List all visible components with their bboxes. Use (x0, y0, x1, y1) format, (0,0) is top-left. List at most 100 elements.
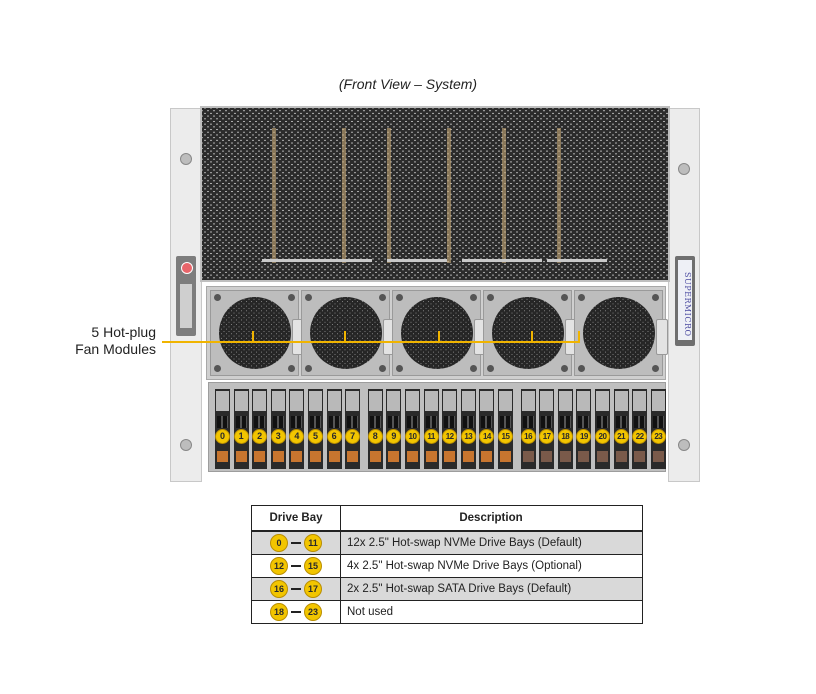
drive-bay-11[interactable]: 11 (423, 389, 439, 469)
drive-bay-4[interactable]: 4 (289, 389, 305, 469)
drive-bay-18[interactable]: 18 (557, 389, 573, 469)
drive-bay-14[interactable]: 14 (479, 389, 495, 469)
screw-icon (180, 153, 192, 165)
drive-bay-3[interactable]: 3 (270, 389, 286, 469)
fan-module-4[interactable] (483, 290, 577, 376)
drive-bay-number-badge: 20 (595, 429, 610, 444)
drive-bay-number-badge: 0 (215, 429, 230, 444)
drive-bay-6[interactable]: 6 (326, 389, 342, 469)
drive-bay-9[interactable]: 9 (386, 389, 402, 469)
brand-logo: SUPERMICRO (683, 271, 692, 337)
drive-bay-number-badge: 5 (308, 429, 323, 444)
left-rack-ear (170, 108, 202, 482)
table-row: 12 15 4x 2.5" Hot-swap NVMe Drive Bays (O… (251, 554, 643, 578)
drive-bay-17[interactable]: 17 (539, 389, 555, 469)
screw-icon (678, 163, 690, 175)
drive-bay-number-badge: 13 (460, 429, 476, 444)
drive-bay-16[interactable]: 16 (520, 389, 536, 469)
screw-icon (180, 439, 192, 451)
bay-badge: 15 (304, 557, 322, 575)
drive-bay-number-badge: 15 (498, 429, 513, 444)
drive-bay-19[interactable]: 19 (576, 389, 592, 469)
callout-tick (438, 331, 440, 342)
fan-icon (310, 297, 382, 369)
drive-bay-20[interactable]: 20 (595, 389, 610, 469)
callout-tick (578, 331, 580, 342)
drive-bay-2[interactable]: 2 (252, 389, 268, 469)
drive-bay-number-badge: 7 (345, 429, 361, 444)
control-panel (176, 256, 196, 336)
drive-bay-number-badge: 4 (289, 429, 305, 444)
drive-bay-0[interactable]: 0 (215, 389, 230, 469)
drive-bay-number-badge: 11 (423, 429, 439, 444)
row-description: 12x 2.5" Hot-swap NVMe Drive Bays (Defau… (340, 530, 643, 555)
drive-bay-number-badge: 22 (632, 429, 648, 444)
drive-bay-number-badge: 9 (386, 429, 402, 444)
screw-icon (678, 439, 690, 451)
drive-bay-number-badge: 8 (367, 429, 383, 444)
drive-bay-15[interactable]: 15 (498, 389, 513, 469)
drive-bay-23[interactable]: 23 (650, 389, 666, 469)
drive-bay-5[interactable]: 5 (308, 389, 323, 469)
table-row: 0 11 12x 2.5" Hot-swap NVMe Drive Bays (D… (251, 530, 643, 555)
bay-badge: 11 (304, 534, 322, 552)
callout-tick (344, 331, 346, 342)
fan-callout-label: 5 Hot-plug Fan Modules (75, 324, 156, 357)
drive-bay-7[interactable]: 7 (345, 389, 361, 469)
drive-bay-1[interactable]: 1 (233, 389, 249, 469)
drive-bay-number-badge: 16 (520, 429, 536, 444)
drive-bay-number-badge: 17 (539, 429, 555, 444)
bay-badge: 16 (270, 580, 288, 598)
brand-panel: SUPERMICRO (675, 256, 695, 346)
drive-bay-12[interactable]: 12 (442, 389, 458, 469)
fan-module-5[interactable] (574, 290, 668, 376)
fan-icon (401, 297, 473, 369)
drive-bay-number-badge: 21 (613, 429, 629, 444)
drive-bay-number-badge: 6 (326, 429, 342, 444)
row-description: 2x 2.5" Hot-swap SATA Drive Bays (Defaul… (340, 577, 643, 601)
drive-bay-21[interactable]: 21 (613, 389, 629, 469)
fan-icon (219, 297, 291, 369)
drive-bay-number-badge: 10 (405, 429, 420, 444)
drive-bay-number-badge: 1 (233, 429, 249, 444)
power-button-icon[interactable] (181, 262, 193, 274)
header-description: Description (340, 505, 643, 532)
callout-tick (252, 331, 254, 342)
bay-range: 0 11 (270, 534, 322, 552)
drive-bay-10[interactable]: 10 (405, 389, 420, 469)
fan-tray (206, 286, 668, 380)
drive-bay-number-badge: 19 (576, 429, 592, 444)
callout-leader-line (162, 341, 580, 343)
drive-bay-number-badge: 23 (650, 429, 666, 444)
status-leds (180, 284, 192, 328)
fan-module-1[interactable] (210, 290, 304, 376)
fan-module-3[interactable] (392, 290, 486, 376)
callout-tick (531, 331, 533, 342)
drive-bay-number-badge: 2 (252, 429, 268, 444)
fan-icon (583, 297, 655, 369)
drive-bay-number-badge: 3 (270, 429, 286, 444)
drive-bay-8[interactable]: 8 (367, 389, 383, 469)
drive-bay-number-badge: 18 (557, 429, 573, 444)
bay-badge: 12 (270, 557, 288, 575)
bay-badge: 18 (270, 603, 288, 621)
bay-badge: 17 (304, 580, 322, 598)
bay-badge: 0 (270, 534, 288, 552)
drive-bay-22[interactable]: 22 (632, 389, 648, 469)
header-drive-bay: Drive Bay (251, 505, 341, 532)
bay-badge: 23 (304, 603, 322, 621)
drive-bay-number-badge: 14 (479, 429, 495, 444)
fan-module-2[interactable] (301, 290, 395, 376)
row-description: Not used (340, 600, 643, 624)
row-description: 4x 2.5" Hot-swap NVMe Drive Bays (Option… (340, 554, 643, 578)
drive-bay-13[interactable]: 13 (460, 389, 476, 469)
drive-bay-table: Drive Bay Description 0 11 12x 2.5" Hot-s… (251, 505, 643, 624)
fan-icon (492, 297, 564, 369)
drive-bay-number-badge: 12 (442, 429, 458, 444)
